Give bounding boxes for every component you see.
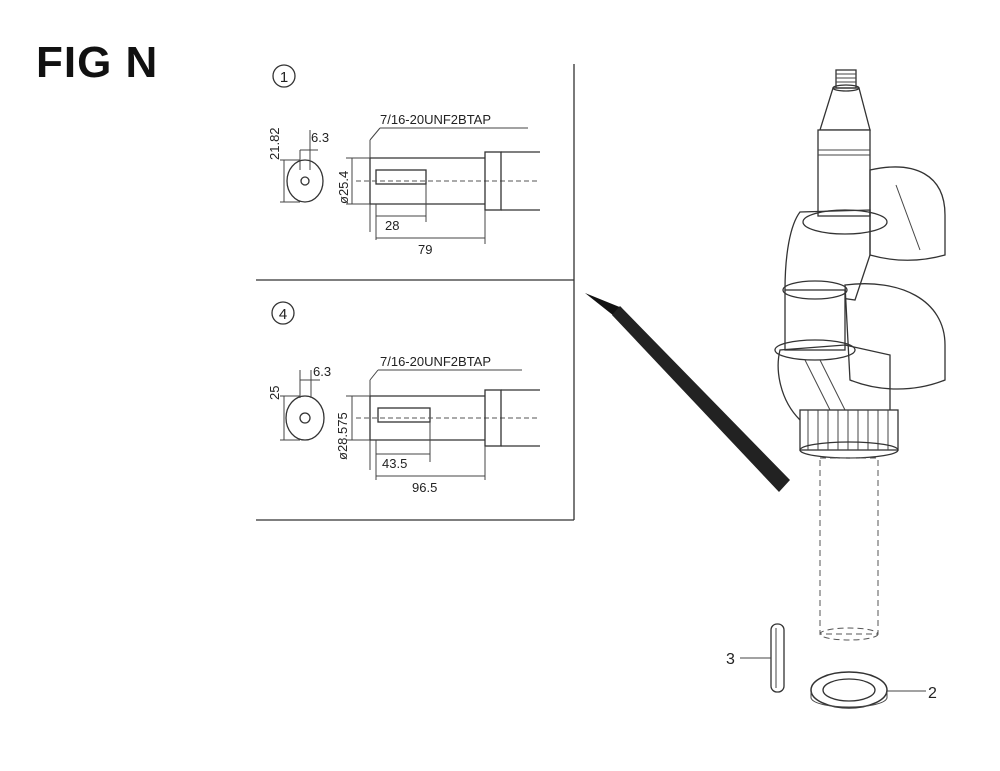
crankshaft <box>774 69 946 641</box>
part-2-washer <box>810 671 926 709</box>
pointer-arrow <box>585 293 790 492</box>
detail-4-tap-label: 7/16-20UNF2BTAP <box>380 354 491 369</box>
detail-1-tap-label: 7/16-20UNF2BTAP <box>380 112 491 127</box>
detail-4-depth: 43.5 <box>382 456 407 471</box>
detail-1-end-view <box>280 130 324 203</box>
detail-4-length: 96.5 <box>412 480 437 495</box>
detail-4-key-width: 6.3 <box>313 364 331 379</box>
callout-2-label: 2 <box>928 685 937 702</box>
detail-panel-frame <box>256 64 575 521</box>
detail-4: 4 25 6.3 <box>267 301 540 495</box>
figure-title: FIG N <box>36 38 159 87</box>
callout-3-label: 3 <box>726 651 735 668</box>
detail-1-length: 79 <box>418 242 432 257</box>
detail-4-key-height: 25 <box>267 386 282 400</box>
detail-1-key-height: 21.82 <box>267 127 282 160</box>
detail-4-index-circle <box>271 301 295 325</box>
detail-1-depth: 28 <box>385 218 399 233</box>
part-3-key <box>740 623 785 693</box>
detail-4-shaft-dia: ø28.575 <box>335 412 350 460</box>
detail-1-index-circle <box>272 64 296 88</box>
detail-4-index: 4 <box>279 306 287 323</box>
detail-1-side-view <box>346 127 540 244</box>
detail-1: 1 21.82 6.3 <box>267 64 540 257</box>
detail-4-end-view <box>280 370 325 441</box>
detail-4-side-view <box>346 369 540 480</box>
detail-1-shaft-dia: ø25.4 <box>336 171 351 204</box>
detail-1-index: 1 <box>280 69 288 86</box>
detail-1-key-width: 6.3 <box>311 130 329 145</box>
